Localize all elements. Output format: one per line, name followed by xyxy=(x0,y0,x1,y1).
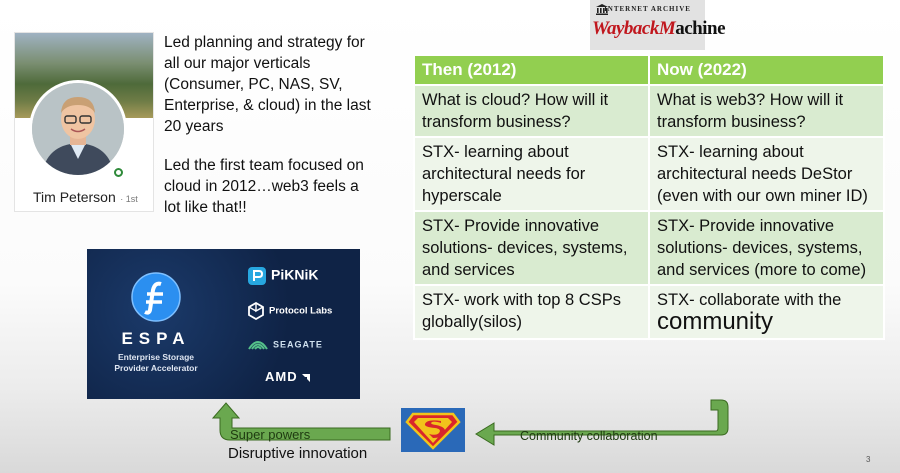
wayback-wordmark-red: WaybackM xyxy=(592,18,676,39)
online-status-icon xyxy=(111,165,125,179)
super-powers-label: Super powers xyxy=(230,427,311,442)
partner-seagate-label: SEAGATE xyxy=(273,339,323,350)
espa-subtitle-line1: Enterprise Storage xyxy=(117,352,195,362)
table-cell-text: STX- collaborate with the xyxy=(657,291,842,309)
experience-blurb-1: Led planning and strategy for all our ma… xyxy=(164,34,371,135)
disruptive-innovation-tagline: Disruptive innovation xyxy=(228,445,368,462)
archive-building-icon xyxy=(596,4,608,15)
profile-card: Tim Peterson · 1st xyxy=(14,32,154,212)
connection-degree-text: 1st xyxy=(125,194,138,204)
table-row: STX- Provide innovative solutions- devic… xyxy=(413,210,885,286)
amd-arrow-logo-icon xyxy=(301,373,310,382)
espa-title: ESPA xyxy=(121,329,191,348)
table-row: STX- learning about architectural needs … xyxy=(413,136,885,212)
espa-subtitle-line2: Provider Accelerator xyxy=(114,363,198,373)
community-emphasis: community xyxy=(657,308,774,335)
seagate-logo-icon xyxy=(248,341,268,350)
profile-name[interactable]: Tim Peterson · 1st xyxy=(33,189,138,205)
table-cell: STX- learning about architectural needs … xyxy=(413,136,650,212)
avatar xyxy=(29,80,127,178)
superman-logo-icon xyxy=(401,408,465,452)
espa-panel: ESPA Enterprise Storage Provider Acceler… xyxy=(87,249,360,399)
then-now-comparison-table: Then (2012) Now (2022) What is cloud? Ho… xyxy=(413,54,885,340)
profile-name-text: Tim Peterson xyxy=(33,189,116,205)
table-cell: STX- Provide innovative solutions- devic… xyxy=(648,210,885,286)
wayback-machine-logo: INTERNET ARCHIVE WaybackMachine xyxy=(590,0,726,50)
header-then: Then (2012) xyxy=(413,54,650,86)
table-row: What is cloud? How will it transform bus… xyxy=(413,84,885,138)
table-cell-community: STX- collaborate with the community xyxy=(648,284,885,340)
table-cell: STX- Provide innovative solutions- devic… xyxy=(413,210,650,286)
experience-blurb-2: Led the first team focused on cloud in 2… xyxy=(164,157,364,216)
wayback-wordmark: WaybackMachine xyxy=(592,18,726,40)
wayback-top-text: INTERNET ARCHIVE xyxy=(604,5,691,13)
table-cell: What is web3? How will it transform busi… xyxy=(648,84,885,138)
partner-piknik: PiKNiK xyxy=(247,266,318,286)
filecoin-logo-icon xyxy=(131,272,181,322)
page-number: 3 xyxy=(866,455,871,464)
super-powers-arrow-icon xyxy=(211,402,391,441)
table-cell: STX- learning about architectural needs … xyxy=(648,136,885,212)
table-header-row: Then (2012) Now (2022) xyxy=(413,54,885,86)
partner-piknik-label: PiKNiK xyxy=(271,266,319,283)
table-cell: What is cloud? How will it transform bus… xyxy=(413,84,650,138)
partner-seagate: SEAGATE xyxy=(247,337,323,353)
connection-degree-badge: · 1st xyxy=(117,194,138,204)
table-cell: STX- work with top 8 CSPs globally(silos… xyxy=(413,284,650,340)
table-row: STX- work with top 8 CSPs globally(silos… xyxy=(413,284,885,340)
partner-amd-label: AMD xyxy=(265,369,298,384)
partner-protocol-labs-label: Protocol Labs xyxy=(269,305,333,317)
partner-amd: AMD xyxy=(265,369,316,384)
community-arrow-icon xyxy=(475,399,729,446)
piknik-logo-icon xyxy=(248,267,266,285)
partner-protocol-labs: Protocol Labs xyxy=(247,302,332,320)
community-collaboration-label: Community collaboration xyxy=(520,429,658,443)
header-now: Now (2022) xyxy=(648,54,885,86)
protocol-labs-logo-icon xyxy=(248,302,264,320)
wayback-wordmark-dark: achine xyxy=(675,18,726,39)
